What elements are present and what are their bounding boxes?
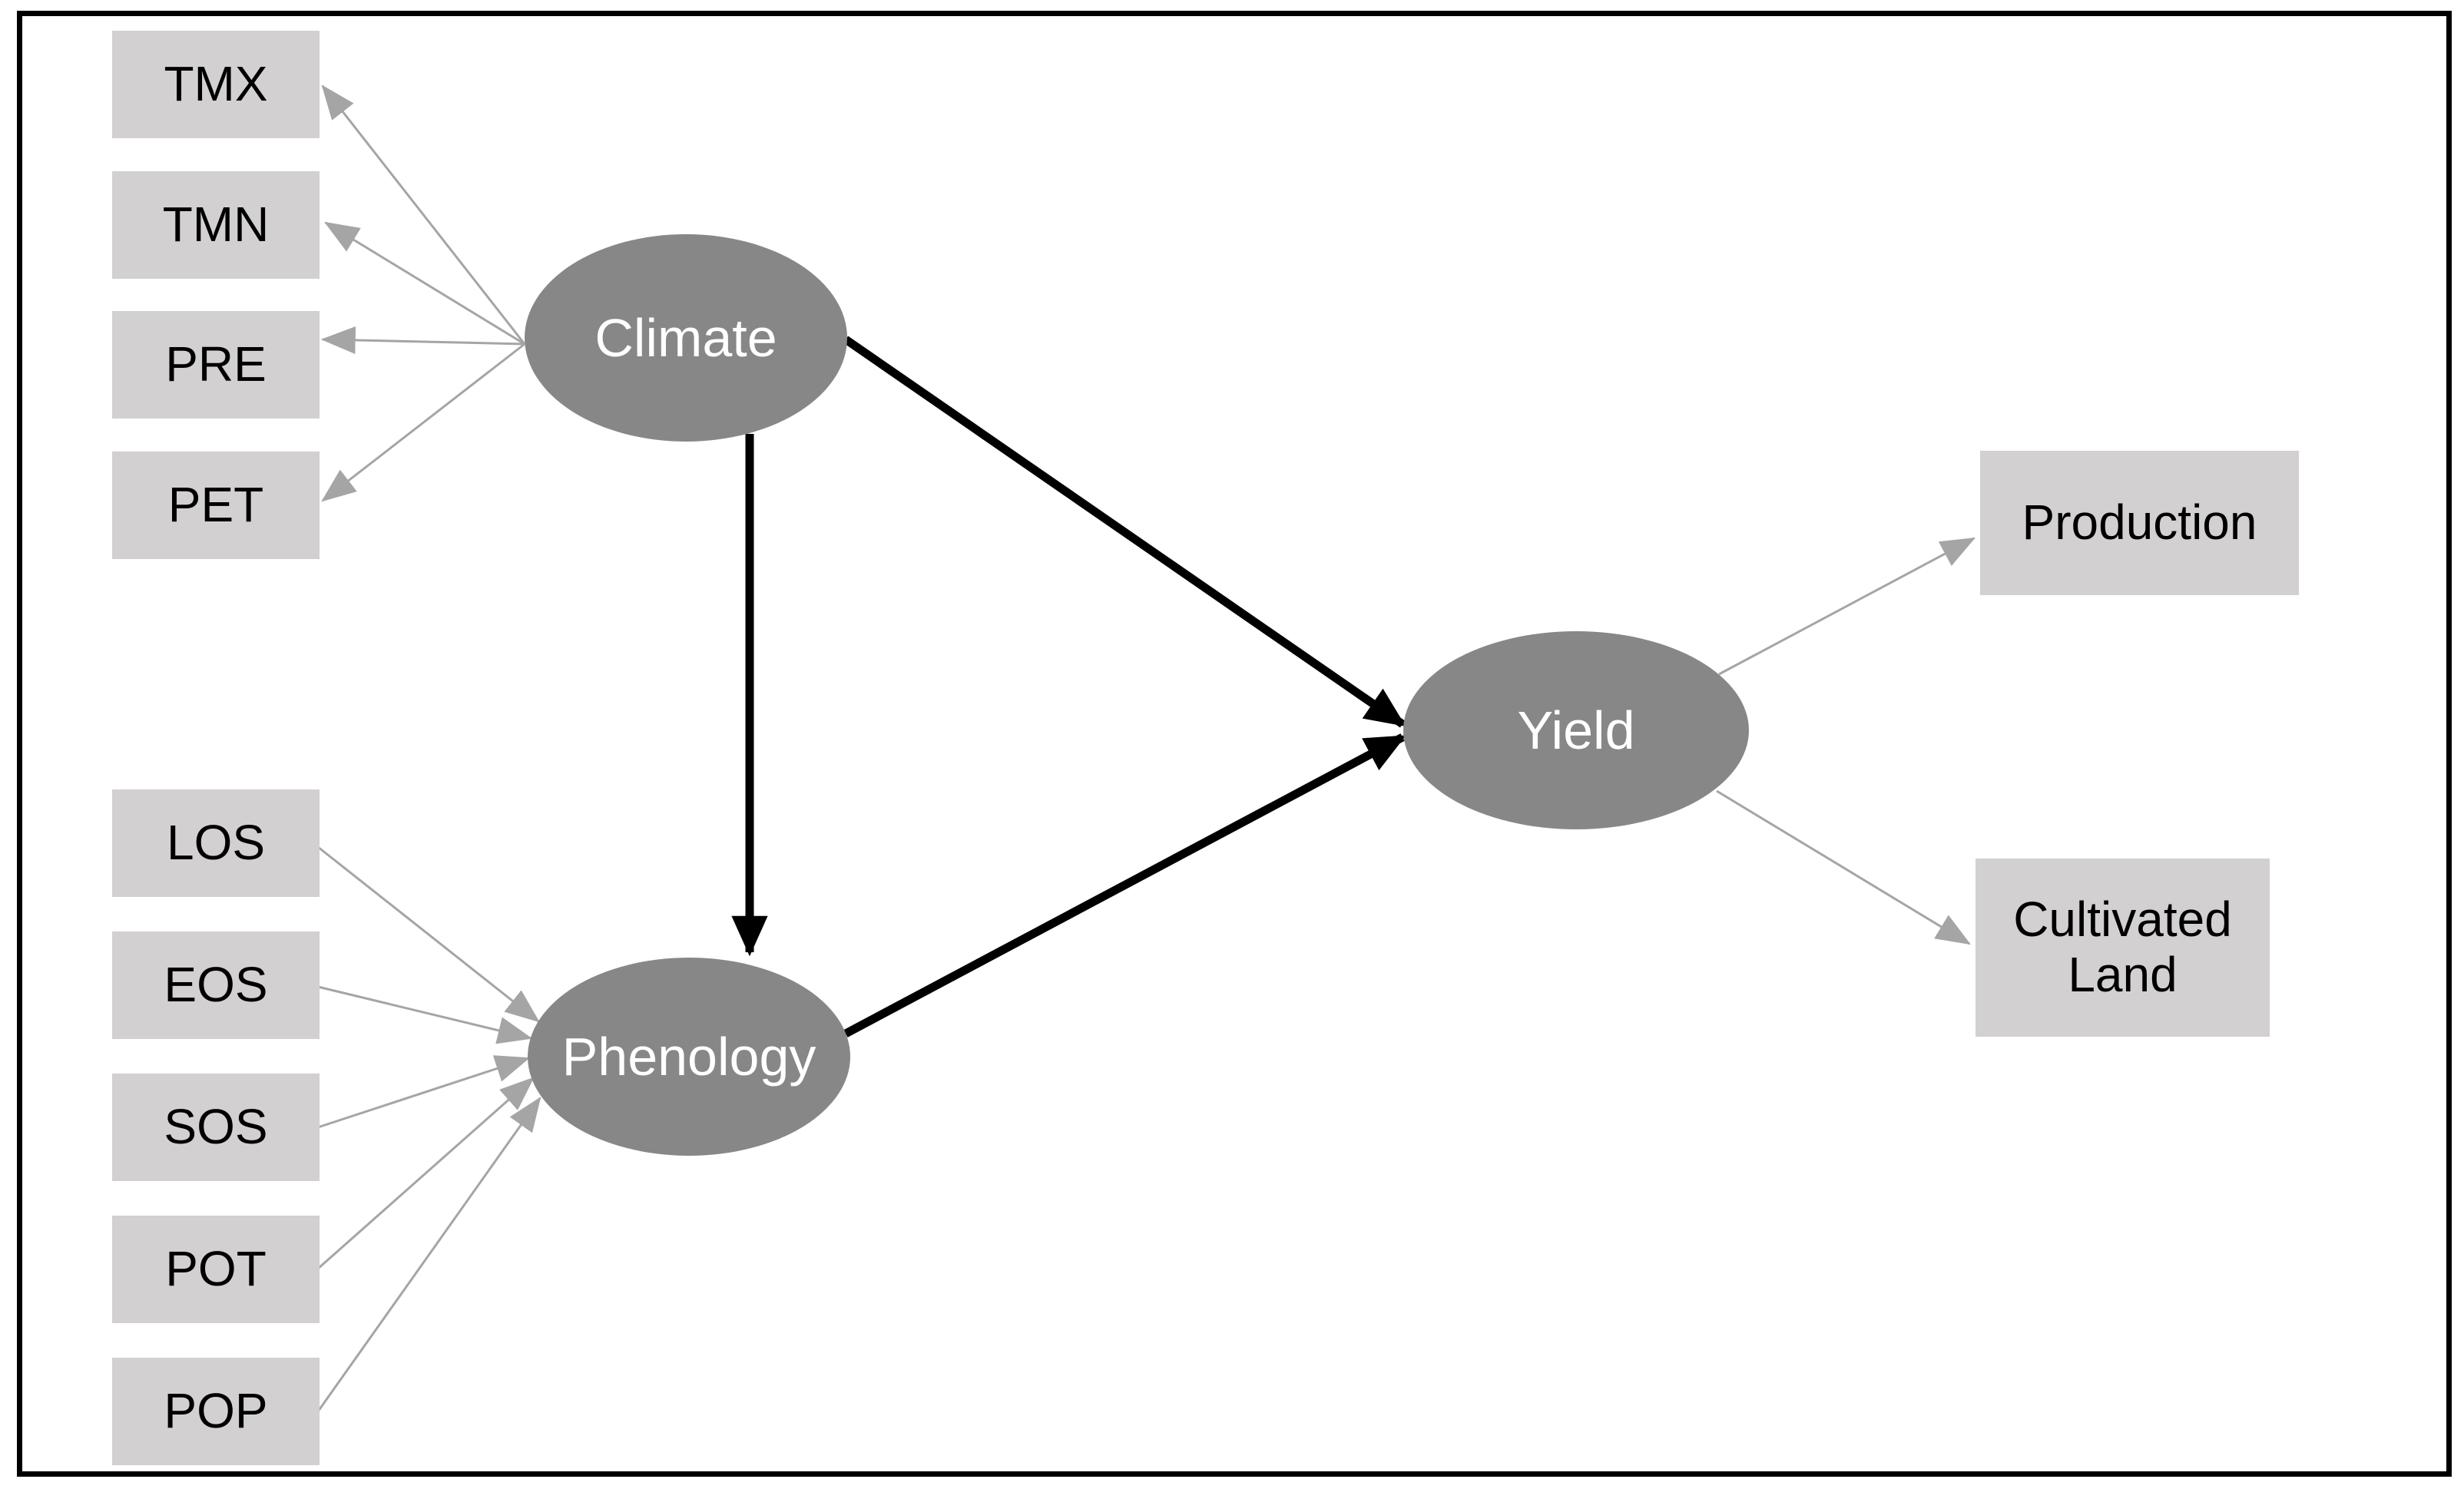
indicator-tmx-label: TMX (164, 56, 268, 112)
indicator-sos-label: SOS (164, 1099, 268, 1155)
indicator-eos: EOS (112, 931, 320, 1039)
structural-arrow-phenology-yield (843, 733, 1406, 1037)
indicator-tmx: TMX (112, 31, 320, 138)
indicator-pot: POT (112, 1216, 320, 1323)
measurement-arrow-yield-production (1718, 537, 1976, 676)
latent-phenology: Phenology (528, 958, 850, 1156)
indicator-los: LOS (112, 789, 320, 897)
indicator-sos: SOS (112, 1074, 320, 1181)
indicator-pre: PRE (112, 311, 320, 419)
indicator-production-label: Production (2022, 495, 2257, 551)
latent-yield-label: Yield (1517, 700, 1635, 760)
measurement-arrow-los-phenology (317, 845, 540, 1023)
indicator-cultivated-land-label: Cultivated Land (2013, 892, 2232, 1002)
indicator-pre-label: PRE (165, 336, 267, 392)
measurement-arrow-climate-tmx (321, 84, 526, 345)
indicator-production: Production (1980, 451, 2299, 595)
measurement-arrow-pop-phenology (316, 1097, 541, 1412)
structural-arrow-climate-yield (843, 336, 1406, 728)
measurement-arrow-climate-pet (321, 342, 525, 502)
latent-yield: Yield (1403, 631, 1749, 829)
indicator-pop: POP (112, 1358, 320, 1465)
measurement-arrow-climate-pre (320, 326, 525, 354)
latent-climate-label: Climate (594, 308, 777, 368)
indicator-pot-label: POT (165, 1241, 267, 1297)
indicator-cultivated-land: Cultivated Land (1976, 859, 2270, 1037)
indicator-pop-label: POP (164, 1383, 268, 1439)
indicator-pet: PET (112, 452, 320, 559)
indicator-los-label: LOS (166, 815, 266, 871)
indicator-eos-label: EOS (164, 957, 268, 1013)
figure-border (17, 11, 2452, 1477)
measurement-arrow-yield-cultivated-land (1716, 789, 1971, 945)
indicator-tmn-label: TMN (162, 197, 270, 253)
indicator-pet-label: PET (167, 477, 264, 533)
indicator-tmn: TMN (112, 171, 320, 279)
measurement-arrow-pot-phenology (317, 1077, 535, 1270)
latent-climate: Climate (525, 234, 847, 442)
latent-phenology-label: Phenology (561, 1027, 816, 1087)
measurement-arrow-sos-phenology (317, 1055, 531, 1129)
measurement-arrow-eos-phenology (317, 985, 533, 1044)
measurement-arrow-climate-tmn (324, 221, 525, 346)
